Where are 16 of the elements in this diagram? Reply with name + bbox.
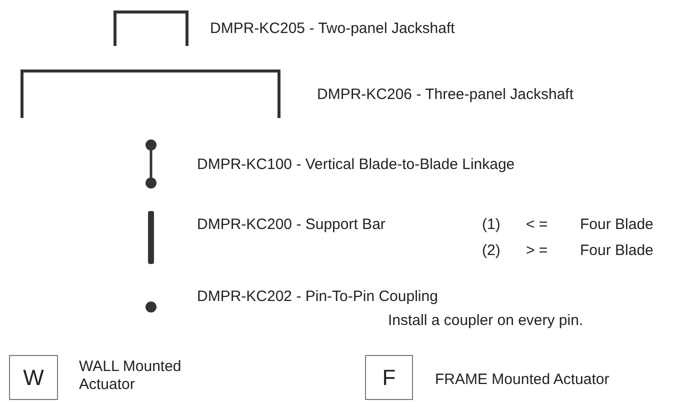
count-note: (2) (482, 242, 500, 260)
legend-text: DMPR-KC200 - Support Bar (197, 216, 386, 234)
comparison-sign: > = (526, 242, 548, 260)
legend-text: DMPR-KC205 - Two-panel Jackshaft (210, 20, 455, 38)
count-note: (1) (482, 216, 500, 234)
legend-text: DMPR-KC100 - Vertical Blade-to-Blade Linkage (197, 156, 515, 174)
legend-text: DMPR-KC202 - Pin-To-Pin Coupling (197, 288, 438, 306)
actuator-caption: WALL Mounted Actuator (79, 358, 182, 394)
actuator-caption: FRAME Mounted Actuator (435, 371, 610, 389)
actuator-symbol-box: F (365, 355, 413, 400)
legend-text: DMPR-KC206 - Three-panel Jackshaft (317, 86, 574, 104)
install-note: Install a coupler on every pin. (388, 312, 584, 330)
blade-count-note: Four Blade (580, 242, 654, 260)
comparison-sign: < = (526, 216, 548, 234)
actuator-symbol-box: W (9, 355, 58, 400)
blade-count-note: Four Blade (580, 216, 654, 234)
